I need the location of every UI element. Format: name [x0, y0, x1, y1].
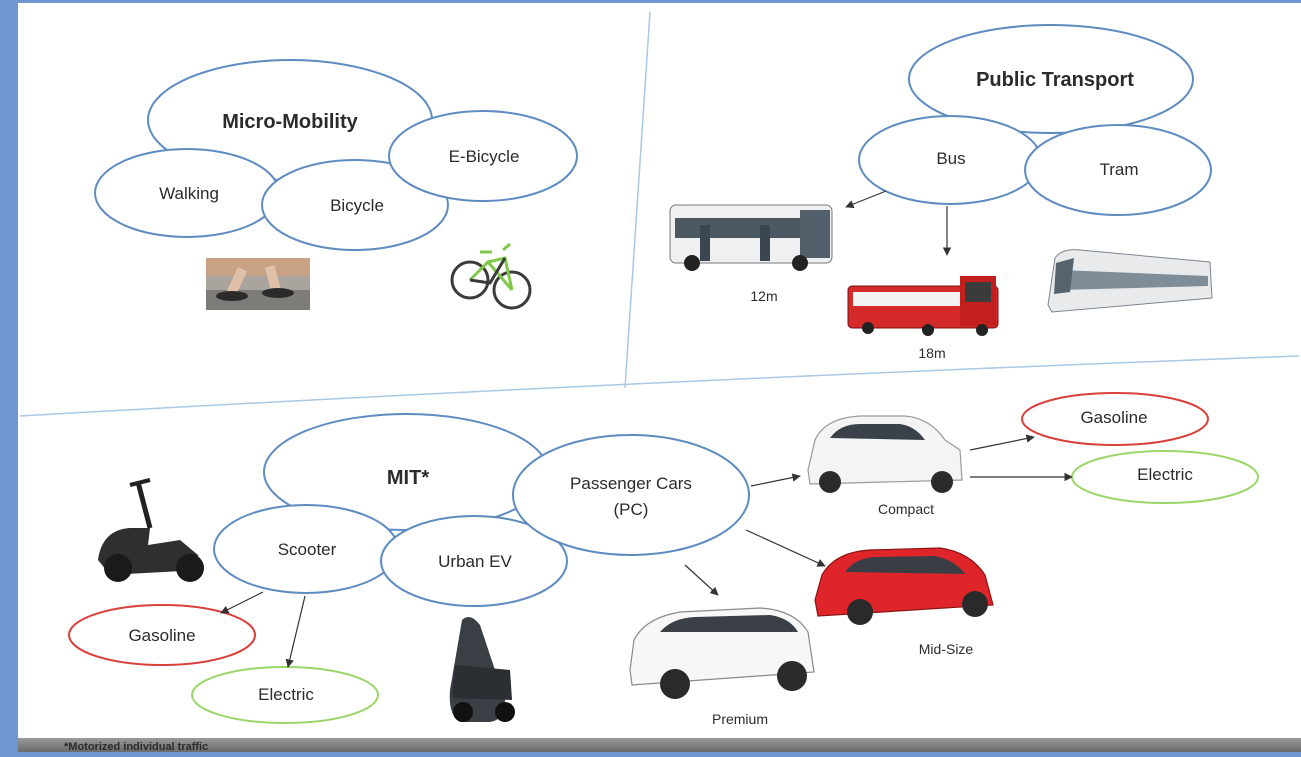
scooter-illustration: [98, 478, 204, 582]
bus-label: Bus: [936, 149, 965, 168]
urban-ev-bubble: [380, 515, 568, 607]
urban-ev-illustration: [449, 616, 515, 722]
compact-label: Compact: [878, 501, 934, 517]
bicycle-label: Bicycle: [330, 196, 384, 215]
divider-horizontal: [19, 355, 1300, 417]
passenger-cars-label: Passenger Cars: [570, 474, 692, 493]
footer-bar: [18, 738, 1301, 752]
premium-label: Premium: [712, 711, 768, 727]
scooter-gasoline-bubble: [68, 604, 256, 666]
scooter-label: Scooter: [278, 540, 337, 559]
compact-electric-label: Electric: [1137, 465, 1193, 484]
walking-photo: [206, 258, 310, 310]
bicycle-bubble: [261, 159, 449, 251]
tram-illustration: [1047, 249, 1213, 313]
public-transport-bubble: [908, 24, 1194, 134]
arrow-pc-compact: [750, 473, 801, 487]
arrow-scooter-electric: [285, 595, 306, 668]
arrow-pc-premium: [684, 564, 719, 596]
arrow-bus-12m: [845, 190, 887, 209]
urban-ev-label: Urban EV: [438, 552, 512, 571]
tram-label: Tram: [1099, 160, 1138, 179]
arrow-compact-gasoline: [969, 434, 1035, 451]
premium-car-illustration: [629, 607, 815, 699]
arrow-scooter-gasoline: [220, 591, 264, 614]
public-transport-group: Public Transport Bus Tram 12m 18m: [669, 24, 1213, 361]
passenger-cars-bubble: [512, 434, 750, 556]
mit-group: MIT* Scooter Urban EV Passenger Cars (PC…: [68, 392, 1259, 727]
passenger-cars-abbrev: (PC): [614, 500, 649, 519]
compact-car-illustration: [807, 415, 963, 493]
bus-18m-label: 18m: [918, 345, 945, 361]
walking-label: Walking: [159, 184, 219, 203]
bus-12m-illustration: [669, 204, 833, 271]
scooter-electric-label: Electric: [258, 685, 314, 704]
micro-mobility-group: Micro-Mobility Walking Bicycle E-Bicycle: [94, 59, 578, 310]
divider-vertical: [624, 11, 651, 389]
ebicycle-illustration: [450, 242, 532, 310]
mit-title: MIT*: [387, 467, 429, 489]
tram-bubble: [1024, 124, 1212, 216]
scooter-electric-bubble: [191, 666, 379, 724]
ebicycle-bubble: [388, 110, 578, 202]
compact-gasoline-bubble: [1021, 392, 1209, 446]
micro-mobility-title: Micro-Mobility: [222, 111, 358, 133]
midsize-car-illustration: [814, 547, 994, 625]
midsize-label: Mid-Size: [919, 641, 974, 657]
ebicycle-label: E-Bicycle: [449, 147, 520, 166]
public-transport-title: Public Transport: [976, 69, 1134, 91]
compact-gasoline-label: Gasoline: [1080, 408, 1147, 427]
bus-18m-illustration: [847, 276, 999, 336]
scooter-gasoline-label: Gasoline: [128, 626, 195, 645]
footnote: *Motorized individual traffic: [64, 741, 208, 752]
arrow-pc-midsize: [745, 529, 826, 567]
bus-12m-label: 12m: [750, 288, 777, 304]
